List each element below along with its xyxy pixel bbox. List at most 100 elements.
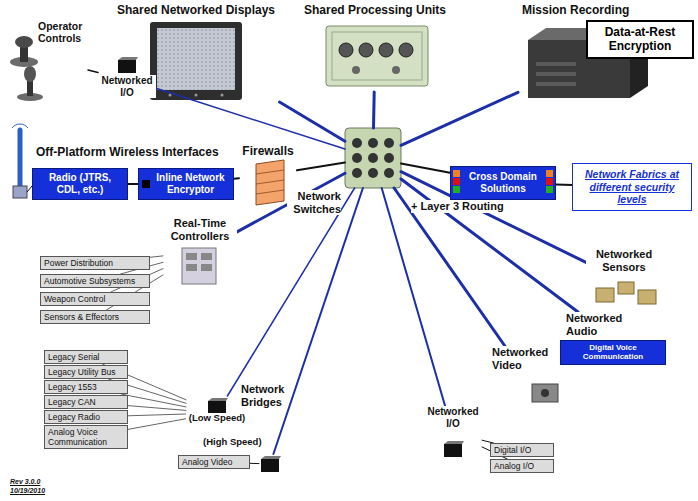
interface-box: Automotive Subsystems: [40, 274, 150, 288]
interface-box: Power Distribution: [40, 256, 150, 270]
processor-picture: [326, 26, 428, 86]
processor-connector: [352, 66, 360, 74]
switch-port: [352, 168, 362, 178]
network-box: Inline Network Encryptor: [138, 168, 234, 200]
fabric-box: Network Fabrics at different security le…: [572, 163, 692, 211]
bridge-picture: [208, 398, 228, 414]
box-label: Legacy 1553: [48, 382, 124, 392]
interface-box: Legacy Utility Bus: [44, 365, 128, 379]
switch-port: [368, 138, 378, 148]
sensor-picture: [596, 282, 656, 304]
processor-connector: [399, 43, 413, 57]
device-node: Data-at-Rest Encryption Mission Recording: [518, 2, 696, 102]
network-link: [401, 92, 518, 145]
switch-port: [352, 138, 362, 148]
security-square: [453, 170, 460, 177]
heading-label: Networked I/O: [424, 406, 482, 429]
camera-lens: [541, 389, 549, 397]
device-node: Real-Time Controllers: [163, 217, 237, 287]
network-box: Radio (JTRS, CDL, etc.): [32, 168, 128, 200]
processor-case: [326, 26, 428, 86]
box-label: Network Fabrics at different security le…: [577, 168, 687, 206]
interface-box: Legacy CAN: [44, 395, 128, 409]
processor-connector: [392, 66, 400, 74]
device-top: [208, 398, 228, 401]
interface-box: Legacy Radio: [44, 410, 128, 424]
heading-label: Networked I/O: [98, 75, 156, 98]
network-link: [401, 163, 450, 172]
device-top: [118, 57, 138, 60]
security-square: [453, 178, 460, 185]
heading-label: + Layer 3 Routing: [411, 200, 504, 213]
display-button: [221, 94, 224, 97]
interface-box: Analog Video: [178, 455, 250, 469]
revision-note: 10/19/2010: [10, 487, 45, 495]
box-label: Digital I/O: [494, 445, 550, 455]
security-square: [546, 170, 553, 177]
network-link: [88, 70, 98, 72]
antenna-base: [13, 186, 27, 198]
heading-label: Networked Video: [492, 346, 560, 371]
heading-label: (High Speed): [203, 437, 262, 448]
device-body: [261, 459, 279, 472]
network-box: Cross Domain Solutions: [450, 166, 556, 200]
sensor-box: [618, 282, 634, 294]
network-link: [280, 102, 346, 141]
device-body: [444, 444, 462, 457]
box-label: Automotive Subsystems: [44, 276, 146, 286]
network-link: [297, 163, 345, 171]
network-link: [128, 406, 186, 411]
display-button: [195, 94, 198, 97]
device-node: Operator Controls: [8, 20, 88, 102]
heading-label: Mission Recording: [522, 4, 629, 18]
switch-port: [384, 168, 394, 178]
heading-label: Shared Processing Units: [296, 4, 454, 18]
firewall-brick: [256, 170, 284, 174]
box-label: Weapon Control: [44, 294, 146, 304]
recorder-slot: [536, 82, 576, 86]
device-node: (High Speed): [259, 454, 281, 474]
device-node: Networked Video: [492, 346, 560, 406]
interface-box: Digital I/O: [490, 443, 554, 457]
sensor-box: [638, 290, 656, 304]
device-node: Shared Processing Units: [296, 2, 454, 92]
controller-case: [182, 248, 216, 284]
encryption-box: Data-at-Rest Encryption: [586, 20, 694, 59]
network-link: [382, 188, 445, 406]
heading-label: Networked Sensors: [586, 248, 662, 273]
joystick-grip: [24, 66, 36, 82]
network-link: [227, 188, 354, 396]
security-square: [546, 178, 553, 185]
display-frame: [150, 22, 242, 100]
security-square: [453, 186, 460, 193]
interface-box: Weapon Control: [40, 292, 150, 306]
network-link: [372, 92, 376, 128]
display-button: [169, 94, 172, 97]
revision-note: Rev 3.0.0: [10, 478, 40, 486]
box-label: Legacy Utility Bus: [48, 367, 124, 377]
controller-slot: [201, 264, 212, 271]
box-label: Legacy Serial: [48, 352, 124, 362]
joystick-grip: [15, 36, 33, 48]
switch-port: [384, 138, 394, 148]
bridge-picture: [261, 456, 281, 472]
firewall-brick: [256, 190, 284, 194]
switch-port: [352, 153, 362, 163]
box-label: Analog Video: [182, 457, 246, 467]
camera-body: [532, 384, 558, 402]
network-link: [250, 463, 259, 464]
antenna-wave: [12, 124, 28, 128]
interface-box: Sensors & Effectors: [40, 310, 150, 324]
voice-box-label: Digital Voice Communication: [560, 340, 666, 364]
network-link: [556, 184, 572, 187]
firewall-wall: [256, 160, 284, 205]
box-label: Inline Network Encryptor: [153, 172, 228, 196]
security-square: [142, 180, 150, 188]
device-top: [261, 456, 281, 459]
recorder-slot: [536, 72, 576, 76]
network-link: [128, 419, 186, 430]
device-node: Network Switches+ Layer 3 Routing: [345, 128, 401, 188]
interface-box: Legacy Serial: [44, 350, 128, 364]
network-link: [394, 188, 505, 346]
